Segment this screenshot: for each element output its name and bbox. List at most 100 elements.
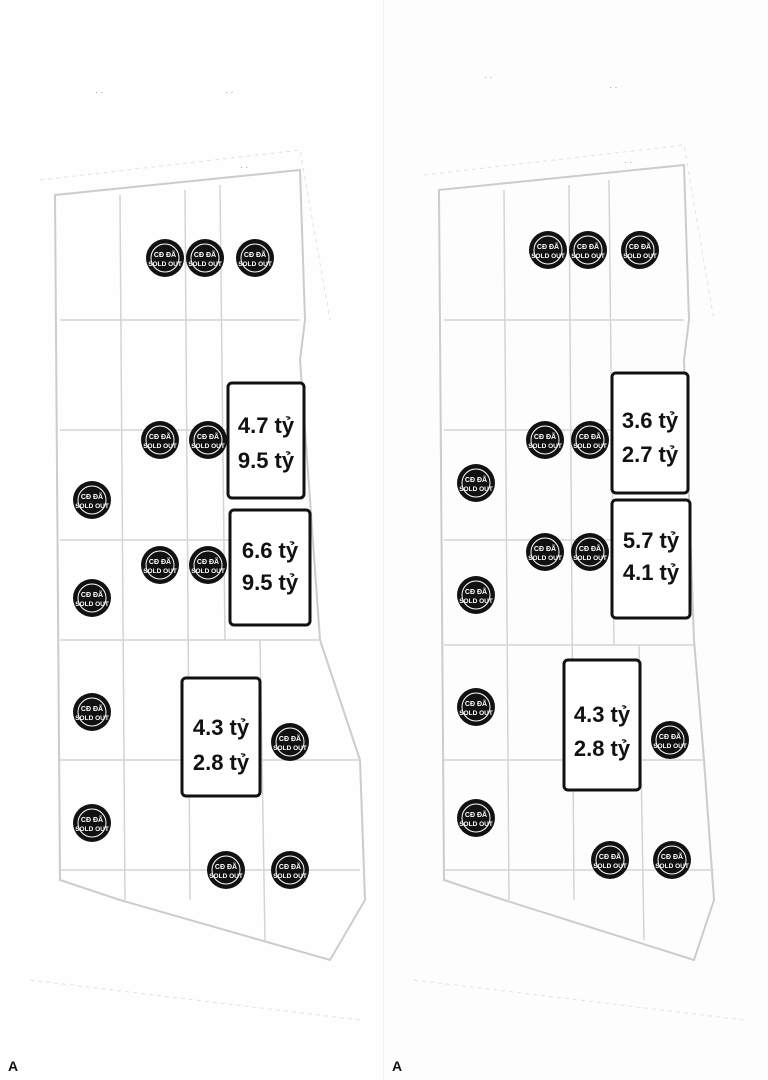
- sold-badge-circle: [591, 841, 629, 879]
- sold-badge-top: CĐ ĐÃ: [465, 699, 487, 708]
- sold-badge-bottom: SOLD OUT: [188, 261, 222, 268]
- sold-badge-bottom: SOLD OUT: [209, 873, 243, 880]
- sold-badge-bottom: SOLD OUT: [459, 710, 493, 717]
- sold-badge-circle: [186, 239, 224, 277]
- sold-badge-top: CĐ ĐÃ: [579, 432, 601, 441]
- sold-badges: CĐ ĐÃ SOLD OUT CĐ ĐÃ SOLD OUT CĐ ĐÃ SOLD OUT C…: [73, 239, 309, 889]
- sold-badge-circle: [73, 804, 111, 842]
- highlight-1-line1: 4.7 tỷ: [238, 413, 295, 438]
- sold-badge-bottom: SOLD OUT: [655, 863, 689, 870]
- sold-badge-ring: [595, 845, 625, 875]
- sold-badge-circle: [651, 721, 689, 759]
- sold-badge-ring: [575, 425, 605, 455]
- sold-badge-bottom: SOLD OUT: [191, 443, 225, 450]
- sold-badge-ring: [655, 725, 685, 755]
- sold-badge-ring: [193, 550, 223, 580]
- sold-badge-bottom: SOLD OUT: [459, 598, 493, 605]
- sold-badge-circle: [653, 841, 691, 879]
- sold-badge-top: CĐ ĐÃ: [599, 852, 621, 861]
- sold-badge-ring: [190, 243, 220, 273]
- sold-badge-bottom: SOLD OUT: [143, 443, 177, 450]
- sold-badge-ring: [77, 485, 107, 515]
- highlight-1-line2: 9.5 tỷ: [238, 448, 295, 473]
- sold-badge-circle: [529, 231, 567, 269]
- sold-badge-ring: [211, 855, 241, 885]
- highlight-1-line1: 3.6 tỷ: [622, 408, 679, 433]
- highlight-lot-2[interactable]: 5.7 tỷ 4.1 tỷ: [610, 498, 692, 620]
- lot-grid: [444, 179, 714, 941]
- map-boundary: [437, 163, 716, 962]
- sold-badge-circle: [189, 546, 227, 584]
- sold-badge-top: CĐ ĐÃ: [279, 862, 301, 871]
- sold-badge-ring: [575, 537, 605, 567]
- sold-badge-bottom: SOLD OUT: [238, 261, 272, 268]
- sold-out-badge: CĐ ĐÃ SOLD OUT: [653, 841, 691, 879]
- highlight-lot-1[interactable]: 3.6 tỷ 2.7 tỷ: [610, 371, 690, 495]
- sold-badge-top: CĐ ĐÃ: [661, 852, 683, 861]
- sold-badge-top: CĐ ĐÃ: [534, 544, 556, 553]
- sold-badge-circle: [526, 421, 564, 459]
- sold-badge-ring: [530, 425, 560, 455]
- sold-badge-bottom: SOLD OUT: [75, 503, 109, 510]
- sold-badge-bottom: SOLD OUT: [653, 743, 687, 750]
- sold-badge-ring: [193, 425, 223, 455]
- sold-badge-circle: [207, 851, 245, 889]
- sold-badge-bottom: SOLD OUT: [573, 555, 607, 562]
- sold-badge-circle: [571, 533, 609, 571]
- sold-badge-ring: [145, 425, 175, 455]
- sold-badge-ring: [461, 580, 491, 610]
- highlight-2-line2: 9.5 tỷ: [242, 570, 299, 595]
- sold-badge-ring: [145, 550, 175, 580]
- sold-badge-circle: [457, 688, 495, 726]
- sold-badge-top: CĐ ĐÃ: [577, 242, 599, 251]
- sold-badge-bottom: SOLD OUT: [148, 261, 182, 268]
- sold-badge-bottom: SOLD OUT: [273, 745, 307, 752]
- sold-badge-circle: [141, 546, 179, 584]
- sold-badge-bottom: SOLD OUT: [459, 486, 493, 493]
- sold-badge-circle: [526, 533, 564, 571]
- sold-badge-circle: [457, 576, 495, 614]
- highlight-lot-1[interactable]: 4.7 tỷ 9.5 tỷ: [226, 381, 306, 500]
- sold-badge-top: CĐ ĐÃ: [81, 492, 103, 501]
- sold-badges: CĐ ĐÃ SOLD OUT CĐ ĐÃ SOLD OUT CĐ ĐÃ SOLD OUT C…: [457, 231, 691, 879]
- sold-out-badge: CĐ ĐÃ SOLD OUT: [73, 481, 111, 519]
- road-outline: [29, 149, 361, 1021]
- sold-badge-ring: [77, 808, 107, 838]
- sold-badge-ring: [150, 243, 180, 273]
- sold-badge-bottom: SOLD OUT: [528, 555, 562, 562]
- sold-badge-bottom: SOLD OUT: [573, 443, 607, 450]
- svg-text:· ·: · ·: [95, 87, 104, 97]
- sold-badge-top: CĐ ĐÃ: [197, 557, 219, 566]
- sold-badge-ring: [275, 727, 305, 757]
- sold-out-badge: CĐ ĐÃ SOLD OUT: [271, 851, 309, 889]
- sold-badge-circle: [141, 421, 179, 459]
- highlight-lot-3[interactable]: 4.3 tỷ 2.8 tỷ: [562, 658, 642, 792]
- svg-text:· ·: · ·: [609, 82, 618, 92]
- sold-badge-bottom: SOLD OUT: [273, 873, 307, 880]
- faint-labels: · · · · · ·: [95, 87, 249, 172]
- highlight-lot-3[interactable]: 4.3 tỷ 2.8 tỷ: [180, 676, 262, 798]
- sold-badge-top: CĐ ĐÃ: [154, 250, 176, 259]
- sold-badge-top: CĐ ĐÃ: [81, 704, 103, 713]
- sold-badge-ring: [461, 468, 491, 498]
- sold-badge-ring: [77, 697, 107, 727]
- sold-badge-ring: [530, 537, 560, 567]
- sold-badge-top: CĐ ĐÃ: [659, 732, 681, 741]
- highlight-lot-2[interactable]: 6.6 tỷ 9.5 tỷ: [228, 508, 312, 627]
- sold-badge-top: CĐ ĐÃ: [81, 815, 103, 824]
- map-boundary: [53, 168, 367, 962]
- sold-badge-top: CĐ ĐÃ: [537, 242, 559, 251]
- sold-badge-ring: [657, 845, 687, 875]
- svg-text:· ·: · ·: [484, 72, 493, 82]
